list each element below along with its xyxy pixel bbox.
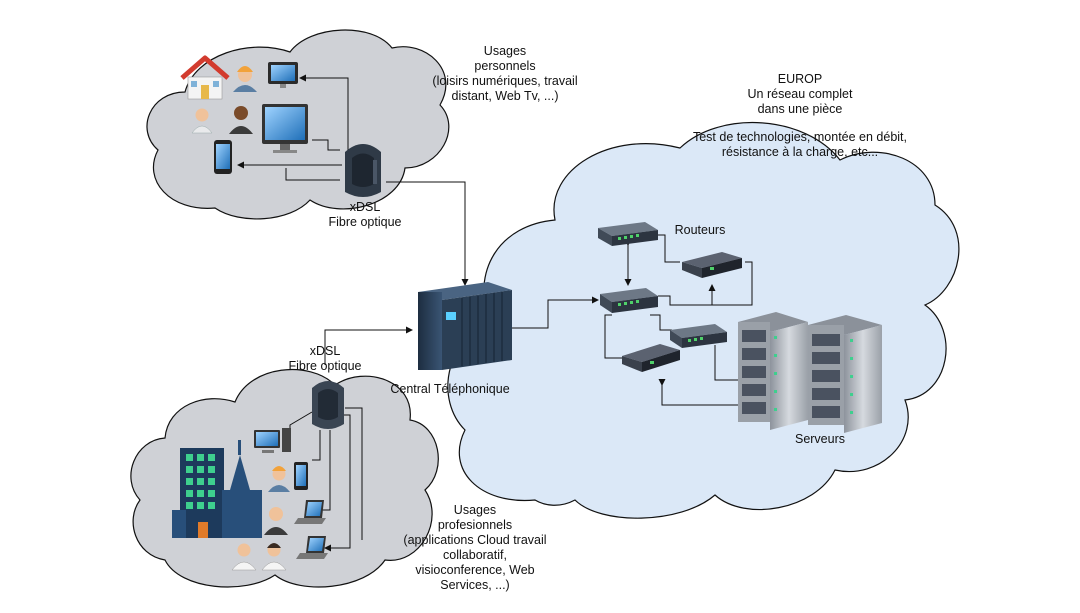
desktop-computer-icon <box>254 428 291 453</box>
router-icon-1 <box>598 222 658 246</box>
office-cloud <box>130 368 439 588</box>
worker-icon <box>233 66 257 92</box>
modem-router-icon-2 <box>622 344 680 372</box>
router-icon-2 <box>600 288 658 313</box>
doctor-icon <box>231 543 257 571</box>
nurse-icon <box>261 543 287 571</box>
servers-label: Serveurs <box>794 432 846 446</box>
house-icon <box>180 55 230 100</box>
modem-router-icon-1 <box>682 252 742 278</box>
central-label: Central Téléphonique <box>390 382 510 396</box>
businessman-icon <box>229 106 253 134</box>
pro-usage-label: Usages profesionnels (applications Cloud… <box>403 503 547 592</box>
tests-label: Test de technologies, montée en débit, r… <box>692 130 908 159</box>
laptop-icon-1 <box>294 500 326 524</box>
europ-label: EUROP Un réseau complet dans une pièce <box>747 72 853 116</box>
server-icon-2 <box>808 315 882 433</box>
routers-label: Routeurs <box>674 223 726 237</box>
building-icon <box>172 440 262 538</box>
europ-cloud <box>447 121 960 519</box>
office-link-label: xDSL Fibre optique <box>288 344 362 373</box>
phone-icon-office <box>294 462 308 490</box>
office-modem-icon <box>312 381 344 429</box>
router-icon-3 <box>670 324 727 348</box>
home-usage-label: Usages personnels (loisirs numériques, t… <box>432 44 578 103</box>
home-modem-icon <box>345 144 381 197</box>
laptop-icon-2 <box>296 536 328 559</box>
server-icon-1 <box>738 312 808 430</box>
home-link-label: xDSL Fibre optique <box>328 200 402 229</box>
phone-icon <box>214 140 232 174</box>
central-rack-icon <box>418 282 512 370</box>
connectors <box>237 74 753 552</box>
businessman-icon-office <box>264 507 288 535</box>
large-monitor-icon <box>262 104 308 153</box>
monitor-icon <box>268 62 298 88</box>
user-icon <box>191 108 213 134</box>
worker-icon-office <box>268 466 290 492</box>
